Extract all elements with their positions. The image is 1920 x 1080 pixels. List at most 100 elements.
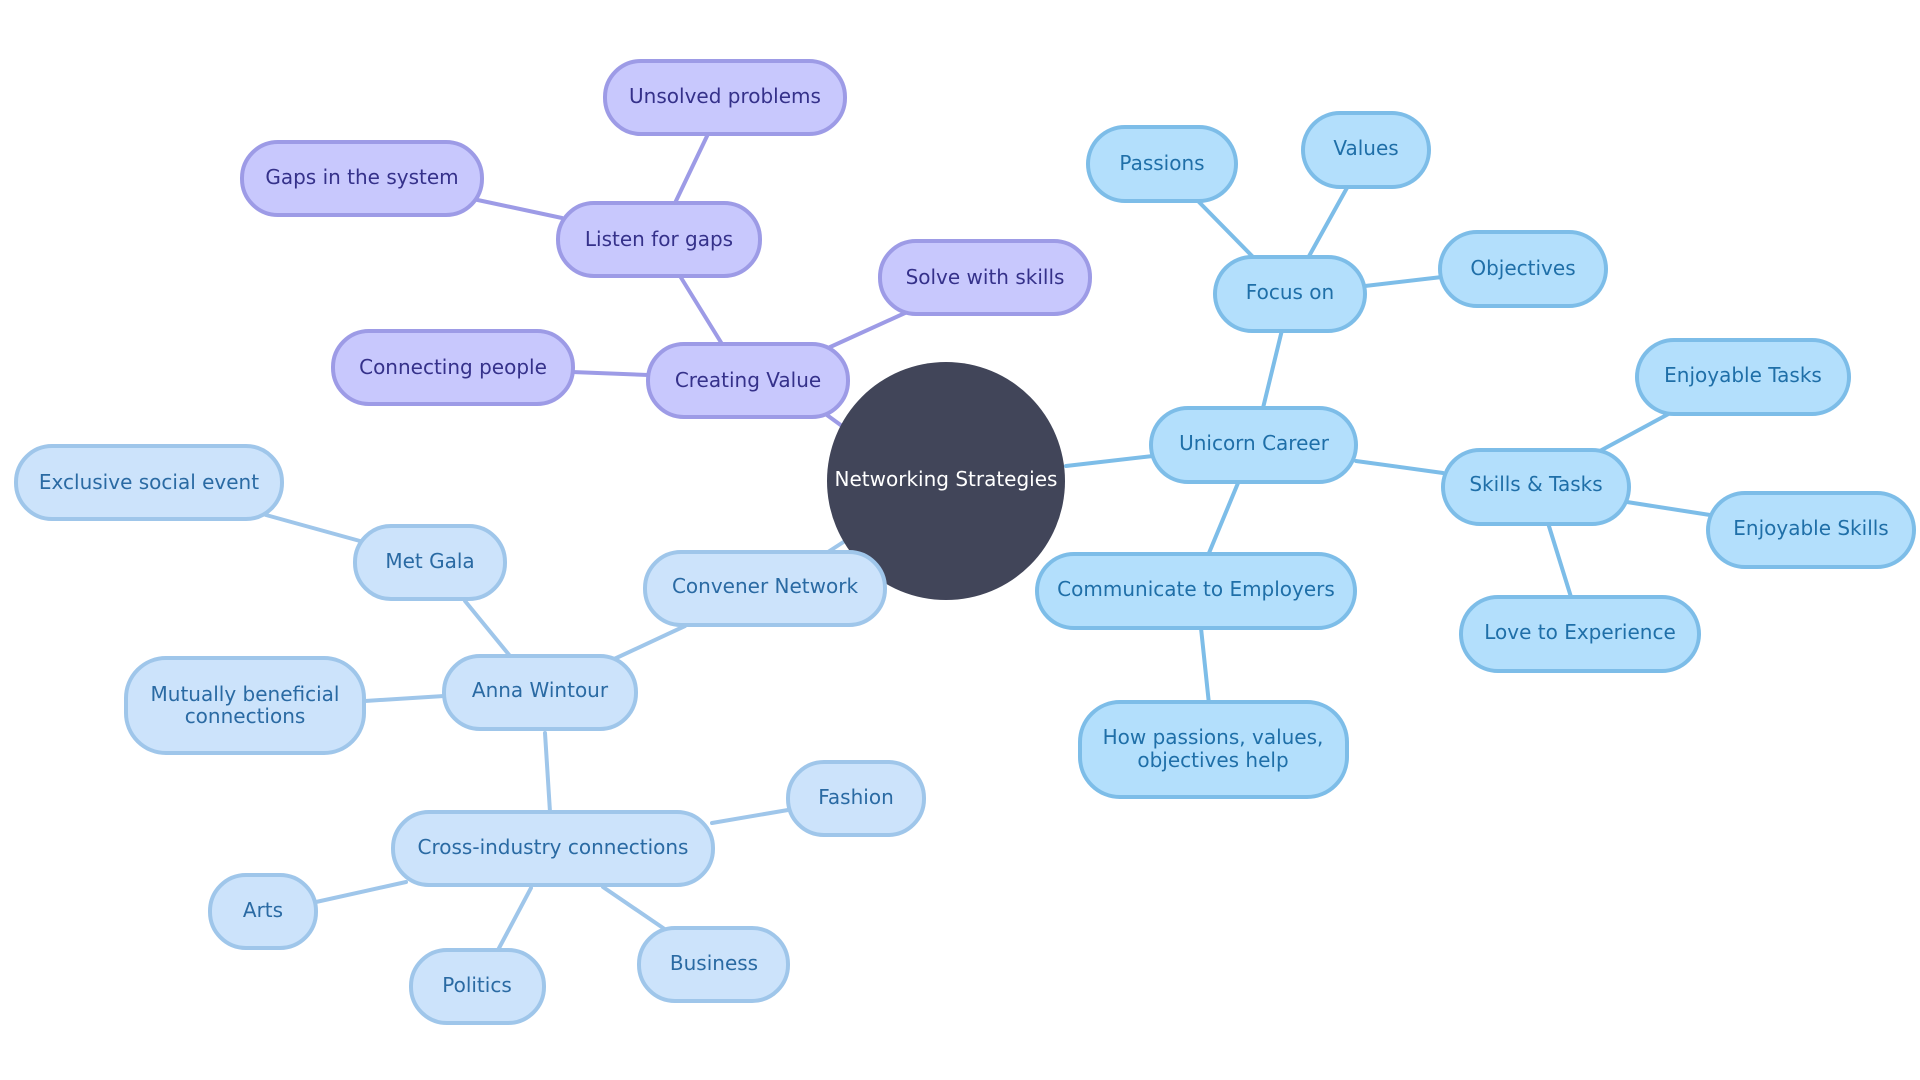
node-politics[interactable]: Politics	[409, 948, 546, 1025]
node-business[interactable]: Business	[637, 926, 790, 1003]
node-focus-on-label: Focus on	[1246, 280, 1334, 304]
node-how-help-line-1: How passions, values,	[1103, 725, 1324, 749]
node-arts-label: Arts	[243, 898, 283, 922]
node-objectives-label: Objectives	[1470, 256, 1575, 280]
node-how-help-line-2: objectives help	[1137, 748, 1288, 772]
node-cross-industry-connections-label: Cross-industry connections	[418, 835, 689, 859]
node-solve-with-skills[interactable]: Solve with skills	[878, 239, 1092, 316]
edge-unicorn-skills	[1354, 459, 1445, 475]
node-creating-value-shape	[646, 342, 850, 419]
node-convener-network[interactable]: Convener Network	[643, 550, 887, 627]
node-gaps-in-the-system-label: Gaps in the system	[265, 165, 458, 189]
node-convener-network-shape	[643, 550, 887, 627]
node-passions[interactable]: Passions	[1086, 125, 1238, 203]
node-exclusive-social-event-shape	[14, 444, 284, 521]
edge-creating-value-connecting	[570, 370, 650, 377]
node-creating-value[interactable]: Creating Value	[646, 342, 850, 419]
node-passions-label: Passions	[1119, 151, 1204, 175]
node-gaps-in-the-system[interactable]: Gaps in the system	[240, 140, 484, 217]
node-skills-and-tasks-label: Skills & Tasks	[1469, 472, 1602, 496]
root-label: Networking Strategies	[835, 467, 1058, 491]
node-mutually-beneficial-line-2: connections	[185, 704, 306, 728]
root-circle	[827, 362, 1065, 600]
node-exclusive-social-event[interactable]: Exclusive social event	[14, 444, 284, 521]
edge-cross-arts	[314, 880, 408, 904]
node-passions-shape	[1086, 125, 1238, 203]
node-communicate-to-employers[interactable]: Communicate to Employers	[1035, 552, 1357, 630]
node-met-gala[interactable]: Met Gala	[353, 524, 507, 601]
node-arts-shape	[208, 873, 318, 950]
node-focus-on[interactable]: Focus on	[1213, 255, 1367, 333]
node-skills-and-tasks[interactable]: Skills & Tasks	[1441, 448, 1631, 526]
node-mutually-beneficial-connections[interactable]: Mutually beneficial connections	[124, 656, 366, 755]
edge-focus-values	[1306, 184, 1350, 260]
node-enjoyable-skills[interactable]: Enjoyable Skills	[1706, 491, 1916, 569]
edge-skills-tasks	[1596, 409, 1676, 454]
node-politics-label: Politics	[442, 973, 512, 997]
node-love-to-experience-shape	[1459, 595, 1701, 673]
node-creating-value-label: Creating Value	[675, 368, 821, 392]
node-unsolved-problems[interactable]: Unsolved problems	[603, 59, 847, 136]
edge-listen-unsolved	[673, 132, 710, 205]
node-values-shape	[1301, 111, 1431, 189]
node-objectives[interactable]: Objectives	[1438, 230, 1608, 308]
node-anna-wintour-label: Anna Wintour	[472, 678, 609, 702]
node-enjoyable-tasks[interactable]: Enjoyable Tasks	[1635, 338, 1851, 416]
node-enjoyable-tasks-shape	[1635, 338, 1851, 416]
node-communicate-to-employers-label: Communicate to Employers	[1057, 577, 1335, 601]
node-enjoyable-skills-label: Enjoyable Skills	[1733, 516, 1888, 540]
node-how-passions-values-objectives-help[interactable]: How passions, values, objectives help	[1078, 700, 1349, 799]
node-business-shape	[637, 926, 790, 1003]
edge-focus-passions	[1196, 199, 1256, 260]
node-values[interactable]: Values	[1301, 111, 1431, 189]
edge-root-unicorn	[1064, 454, 1155, 468]
edge-unicorn-focus	[1261, 328, 1284, 410]
node-enjoyable-skills-shape	[1706, 491, 1916, 569]
edge-focus-objectives	[1363, 275, 1444, 288]
edges	[264, 132, 1712, 952]
edge-skills-skills	[1625, 500, 1712, 517]
node-unsolved-problems-shape	[603, 59, 847, 136]
node-mutually-beneficial-line-1: Mutually beneficial	[151, 682, 340, 706]
node-connecting-people[interactable]: Connecting people	[331, 329, 575, 406]
node-focus-on-shape	[1213, 255, 1367, 333]
node-business-label: Business	[670, 951, 758, 975]
node-exclusive-social-event-label: Exclusive social event	[39, 470, 259, 494]
node-mutually-beneficial-connections-shape	[124, 656, 366, 755]
edge-convener-anna	[610, 624, 687, 662]
node-love-to-experience[interactable]: Love to Experience	[1459, 595, 1701, 673]
node-unicorn-career-shape	[1149, 406, 1358, 484]
root-node[interactable]: Networking Strategies	[827, 362, 1065, 600]
edge-communicate-how	[1199, 626, 1211, 706]
node-convener-network-label: Convener Network	[672, 574, 859, 598]
node-anna-wintour[interactable]: Anna Wintour	[442, 654, 638, 731]
node-fashion[interactable]: Fashion	[786, 760, 926, 837]
node-cross-industry-connections[interactable]: Cross-industry connections	[391, 810, 715, 887]
node-met-gala-shape	[353, 524, 507, 601]
edge-anna-cross	[543, 731, 552, 814]
node-unicorn-career[interactable]: Unicorn Career	[1149, 406, 1358, 484]
node-listen-for-gaps-label: Listen for gaps	[585, 227, 733, 251]
node-listen-for-gaps[interactable]: Listen for gaps	[556, 201, 762, 278]
node-solve-with-skills-shape	[878, 239, 1092, 316]
edge-metgala-exclusive	[264, 513, 362, 543]
node-connecting-people-label: Connecting people	[359, 355, 547, 379]
node-enjoyable-tasks-label: Enjoyable Tasks	[1664, 363, 1822, 387]
node-objectives-shape	[1438, 230, 1608, 308]
edge-skills-love	[1546, 521, 1573, 599]
node-listen-for-gaps-shape	[556, 201, 762, 278]
node-solve-with-skills-label: Solve with skills	[906, 265, 1065, 289]
node-gaps-in-the-system-shape	[240, 140, 484, 217]
edge-unicorn-communicate	[1207, 481, 1240, 555]
node-love-to-experience-label: Love to Experience	[1484, 620, 1676, 644]
edge-cross-politics	[496, 886, 533, 952]
edge-anna-metgala	[463, 599, 512, 658]
node-communicate-to-employers-shape	[1035, 552, 1357, 630]
node-fashion-label: Fashion	[818, 785, 894, 809]
edge-anna-mutual	[363, 694, 446, 703]
node-fashion-shape	[786, 760, 926, 837]
node-values-label: Values	[1333, 136, 1398, 160]
node-arts[interactable]: Arts	[208, 873, 318, 950]
node-cross-industry-connections-shape	[391, 810, 715, 887]
